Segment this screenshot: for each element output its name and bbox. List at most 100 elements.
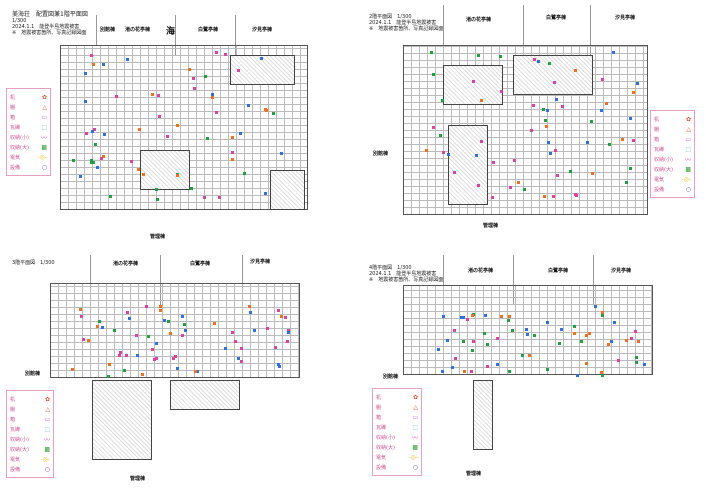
legend-item: 収納(大)▩ — [654, 164, 691, 174]
damage-marker — [158, 305, 162, 309]
legend-label: 机 — [10, 396, 16, 403]
damage-marker — [634, 356, 638, 360]
wing-label: 汐見亭棟 — [250, 259, 271, 265]
wing-label: 管理棟 — [130, 476, 146, 482]
damage-marker — [158, 114, 162, 118]
damage-marker — [599, 108, 603, 112]
legend-item: 収納(小)〰 — [10, 132, 47, 142]
damage-marker — [136, 353, 140, 357]
damage-marker — [631, 138, 635, 142]
damage-marker — [527, 354, 531, 358]
damage-marker — [470, 313, 474, 317]
damage-marker — [479, 140, 483, 144]
damage-marker — [72, 159, 76, 163]
legend-item: 箱▭ — [654, 134, 691, 144]
damage-marker — [230, 150, 234, 154]
damage-marker — [102, 133, 106, 137]
legend-label: 収納(小) — [376, 434, 395, 441]
damage-marker — [548, 151, 552, 155]
damage-marker — [552, 81, 556, 85]
damage-marker — [555, 97, 559, 101]
damage-marker — [601, 314, 605, 318]
legend-symbol-icon: ▩ — [41, 143, 47, 151]
damage-marker — [591, 172, 595, 176]
damage-marker — [431, 72, 435, 76]
damage-marker — [624, 338, 628, 342]
damage-marker — [569, 170, 573, 174]
damage-marker — [90, 160, 94, 164]
damage-marker — [609, 340, 613, 344]
legend-item: 収納(小)〰 — [376, 432, 418, 442]
damage-marker — [239, 132, 243, 136]
damage-marker — [106, 374, 110, 378]
legend: 机✿棚△箱▭瓦礫⬚収納(小)〰収納(大)▩電気-◎-設備○ — [372, 388, 422, 476]
damage-marker — [181, 314, 185, 318]
damage-marker — [278, 365, 282, 369]
legend-symbol-icon: ✿ — [41, 93, 47, 101]
legend-symbol-icon: ○ — [44, 465, 50, 473]
damage-marker — [182, 322, 186, 326]
damage-marker — [460, 315, 464, 319]
legend-label: 棚 — [10, 406, 16, 413]
damage-marker — [84, 131, 88, 135]
damage-marker — [127, 316, 131, 320]
sea-label: 海 — [166, 27, 176, 37]
damage-marker — [432, 126, 436, 130]
damage-marker — [543, 194, 547, 198]
damage-marker — [90, 129, 94, 133]
legend-item: 箱▭ — [10, 112, 47, 122]
legend-item: 収納(小)〰 — [654, 154, 691, 164]
damage-marker — [439, 134, 443, 138]
damage-marker — [214, 51, 218, 55]
damage-marker — [522, 188, 526, 192]
wing-label: 別館棟 — [383, 374, 399, 380]
damage-marker — [628, 116, 632, 120]
damage-marker — [453, 329, 457, 333]
damage-marker — [486, 343, 490, 347]
wing-label: 別館棟 — [25, 371, 41, 377]
damage-marker — [477, 184, 481, 188]
legend-label: 設備 — [376, 464, 387, 471]
damage-marker — [93, 142, 97, 146]
damage-marker — [172, 356, 176, 360]
damage-marker — [613, 320, 617, 324]
wing-label: 白鷺亭棟 — [190, 261, 211, 267]
damage-marker — [130, 160, 134, 164]
damage-marker — [272, 112, 276, 116]
damage-marker — [280, 314, 284, 318]
legend-item: 箱▭ — [10, 414, 50, 424]
legend-label: 設備 — [10, 164, 21, 171]
damage-marker — [264, 108, 268, 112]
damage-marker — [214, 110, 218, 114]
damage-marker — [93, 128, 97, 132]
damage-marker — [633, 330, 637, 333]
legend-item: 瓦礫⬚ — [654, 144, 691, 154]
damage-marker — [584, 334, 588, 338]
damage-marker — [173, 355, 177, 359]
legend-symbol-icon: ⬚ — [44, 425, 50, 433]
damage-marker — [175, 123, 179, 127]
legend-label: 収納(小) — [654, 156, 673, 163]
legend-symbol-icon: -◎- — [681, 175, 691, 183]
wing-label: 渚の花亭棟 — [466, 17, 492, 23]
damage-marker — [89, 54, 93, 58]
damage-marker — [147, 334, 151, 338]
legend-symbol-icon: ✿ — [685, 115, 691, 123]
damage-marker — [545, 321, 549, 325]
wing-label: 管理棟 — [466, 471, 482, 477]
legend-symbol-icon: ⬚ — [41, 123, 47, 131]
damage-marker — [451, 366, 455, 370]
legend-label: 電気 — [10, 154, 21, 161]
legend-label: 棚 — [654, 126, 660, 133]
legend-symbol-icon: ▭ — [44, 415, 50, 423]
damage-marker — [231, 157, 235, 161]
damage-marker — [96, 166, 100, 170]
damage-marker — [154, 342, 158, 346]
damage-marker — [548, 62, 552, 66]
damage-marker — [556, 174, 560, 178]
damage-marker — [472, 80, 476, 84]
damage-marker — [193, 370, 197, 374]
